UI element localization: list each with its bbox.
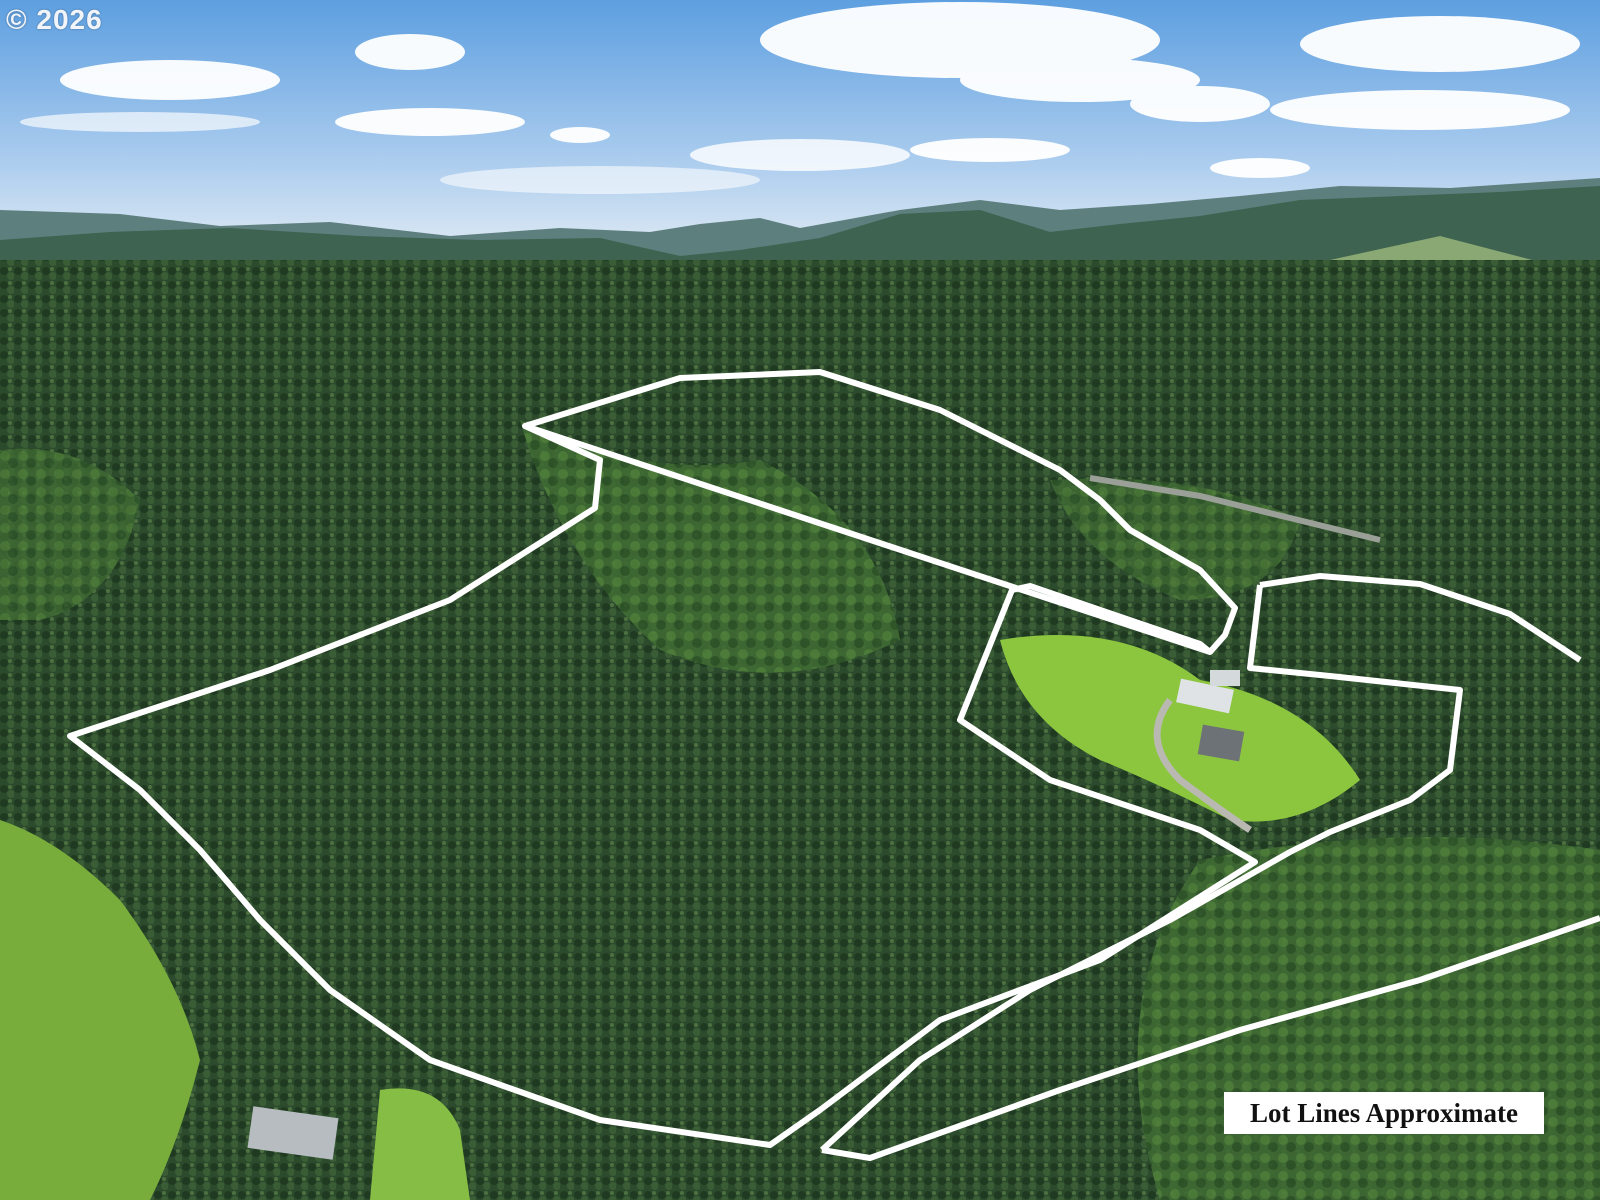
lot-boundary-east — [1259, 573, 1582, 663]
road — [1089, 475, 1381, 543]
bottom-lawn — [370, 1088, 470, 1200]
lot-boundaries — [67, 369, 1600, 1161]
clouds — [20, 2, 1580, 194]
copyright-watermark: © 2026 — [6, 4, 103, 35]
lot-lines-caption: Lot Lines Approximate — [1224, 1092, 1544, 1134]
driveway — [1153, 697, 1252, 833]
house-roof — [1197, 724, 1245, 762]
bottom-house-roof — [247, 1106, 339, 1160]
deciduous-patch — [520, 420, 900, 673]
lot-boundary-south — [821, 915, 1600, 1161]
lot-boundary-main — [524, 369, 1238, 654]
barn-roof — [1176, 678, 1234, 714]
lot-boundary-east — [819, 584, 1463, 1153]
yard-lawn — [1000, 635, 1360, 822]
left-meadow — [0, 820, 200, 1200]
lot-boundary-main — [67, 423, 1258, 1148]
deciduous-patch — [0, 448, 140, 620]
shed-roof — [1210, 670, 1240, 686]
